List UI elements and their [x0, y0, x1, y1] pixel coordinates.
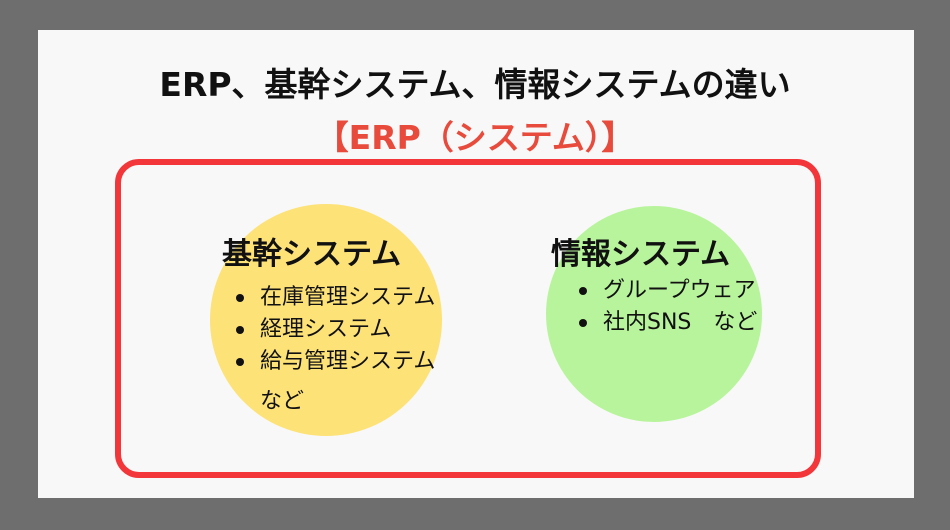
list-item: 在庫管理システム: [232, 282, 435, 314]
bullet-icon: [236, 358, 244, 366]
bullet-icon: [579, 287, 587, 295]
bullet-icon: [236, 326, 244, 334]
joho-circle: [546, 206, 762, 422]
list-item-label: グループウェア: [603, 278, 756, 303]
slide-subtitle: 【ERP（システム）】: [315, 118, 635, 157]
list-item: 社内SNS など: [575, 307, 757, 339]
slide: [38, 30, 914, 498]
list-item: 経理システム: [232, 314, 435, 346]
kikan-heading: 基幹システム: [222, 237, 402, 272]
bullet-icon: [579, 319, 587, 327]
erp-frame: [115, 159, 821, 478]
list-item: 給与管理システム: [232, 346, 435, 378]
list-item: グループウェア: [575, 275, 757, 307]
kikan-circle: [210, 204, 442, 436]
list-item-label: 給与管理システム: [260, 349, 436, 374]
bullet-icon: [236, 294, 244, 302]
slide-title: ERP、基幹システム、情報システムの違い: [159, 65, 791, 104]
list-item-label: 社内SNS など: [603, 310, 758, 335]
list-item-label: 在庫管理システム: [260, 285, 436, 310]
kikan-continuation: など: [260, 389, 305, 414]
kikan-list: 在庫管理システム 経理システム 給与管理システム: [232, 282, 435, 378]
list-item-label: 経理システム: [260, 317, 392, 342]
joho-list: グループウェア 社内SNS など: [575, 275, 757, 339]
joho-heading: 情報システム: [551, 237, 731, 272]
